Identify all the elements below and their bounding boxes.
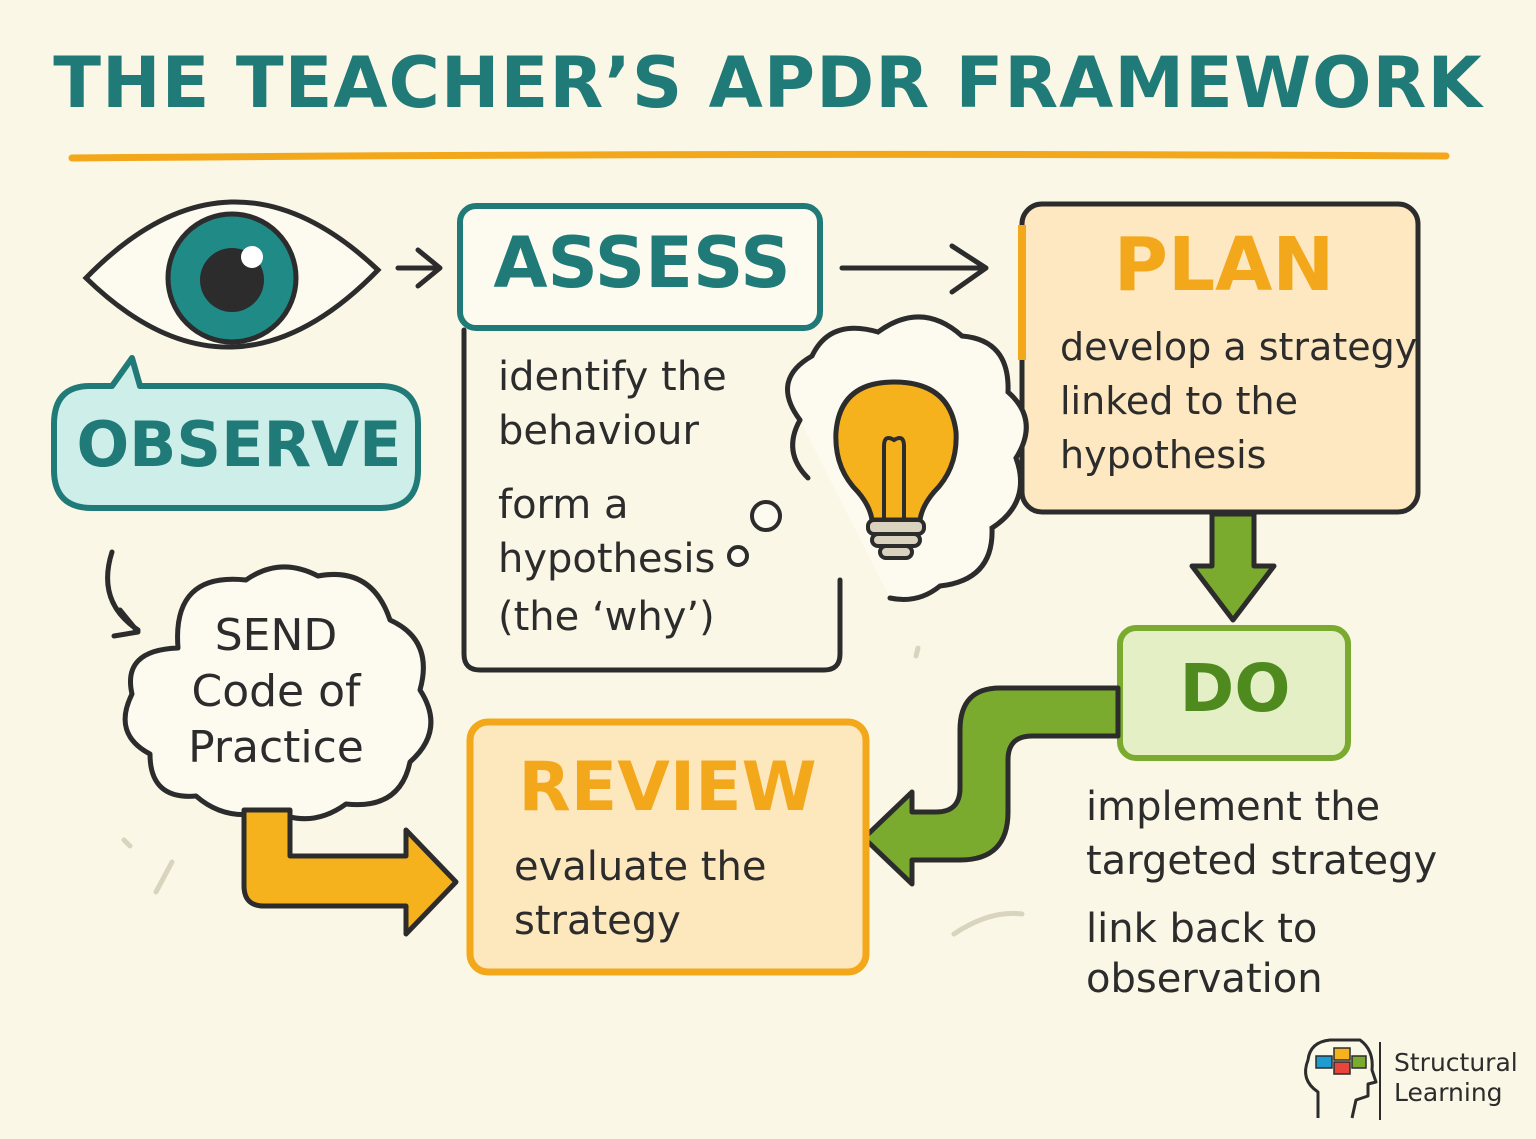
assess-text-hypothesis-2: hypothesis xyxy=(498,536,716,582)
do-text-implement-2: targeted strategy xyxy=(1086,838,1438,884)
brand-name-line1: Structural xyxy=(1394,1048,1518,1077)
do-text-link-2: observation xyxy=(1086,956,1323,1002)
plan-text-2: linked to the xyxy=(1060,379,1299,423)
assess-content-frame xyxy=(461,327,843,673)
review-text-2: strategy xyxy=(514,898,681,944)
plan-label: PLAN xyxy=(1113,222,1335,308)
assess-box xyxy=(457,203,823,331)
eye-icon xyxy=(82,199,382,350)
assess-text-hypothesis-3: (the ‘why’) xyxy=(498,594,715,640)
do-text-implement-1: implement the xyxy=(1086,784,1381,830)
sketch-marks xyxy=(121,645,1025,937)
assess-label: ASSESS xyxy=(493,222,791,304)
send-text-1: SEND xyxy=(214,610,338,661)
assess-text-identify-1: identify the xyxy=(498,354,727,400)
review-box xyxy=(466,718,870,976)
arrow-observe-to-send xyxy=(105,549,141,633)
send-cloud xyxy=(122,564,434,822)
arrow-do-to-review xyxy=(861,685,1121,887)
title-underline xyxy=(68,150,1450,162)
send-text-2: Code of xyxy=(191,666,361,717)
send-text-3: Practice xyxy=(188,722,364,773)
do-label: DO xyxy=(1179,650,1291,727)
do-text-link-1: link back to xyxy=(1086,906,1318,952)
review-text-1: evaluate the xyxy=(514,844,767,890)
brand-name-line2: Learning xyxy=(1394,1078,1503,1107)
plan-text-3: hypothesis xyxy=(1060,433,1267,477)
plan-text-1: develop a strategy xyxy=(1060,325,1418,369)
brain-head-logo-icon xyxy=(1304,1038,1381,1120)
observe-bubble xyxy=(51,355,421,511)
observe-label: OBSERVE xyxy=(76,408,402,481)
review-label: REVIEW xyxy=(518,748,817,827)
page-title: THE TEACHER’S APDR FRAMEWORK xyxy=(53,42,1483,124)
assess-text-hypothesis-1: form a xyxy=(498,482,629,528)
assess-text-identify-2: behaviour xyxy=(498,408,699,454)
lightbulb-icon xyxy=(833,379,959,560)
arrow-send-to-review xyxy=(241,807,459,937)
arrow-plan-to-do xyxy=(1189,511,1277,623)
